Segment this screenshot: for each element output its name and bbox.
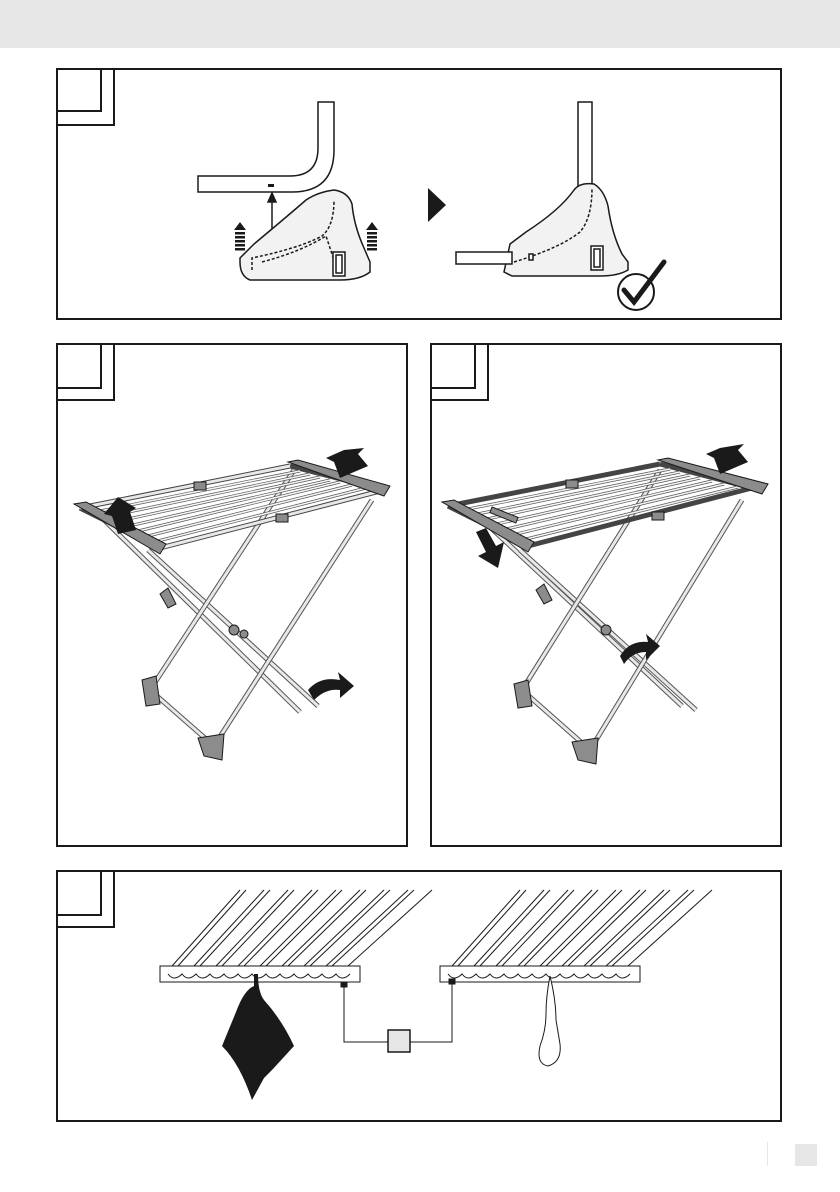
arrow-right-icon (428, 188, 446, 222)
callout-box-icon (388, 1030, 410, 1052)
tube-insert-icon (198, 102, 370, 280)
towel-icon (222, 974, 294, 1100)
page-number-box (795, 1144, 817, 1166)
drying-rack-icon-2 (442, 458, 768, 764)
assembled-foot-icon (456, 102, 628, 276)
page-number-separator (767, 1142, 768, 1166)
sock-icon (539, 976, 560, 1066)
